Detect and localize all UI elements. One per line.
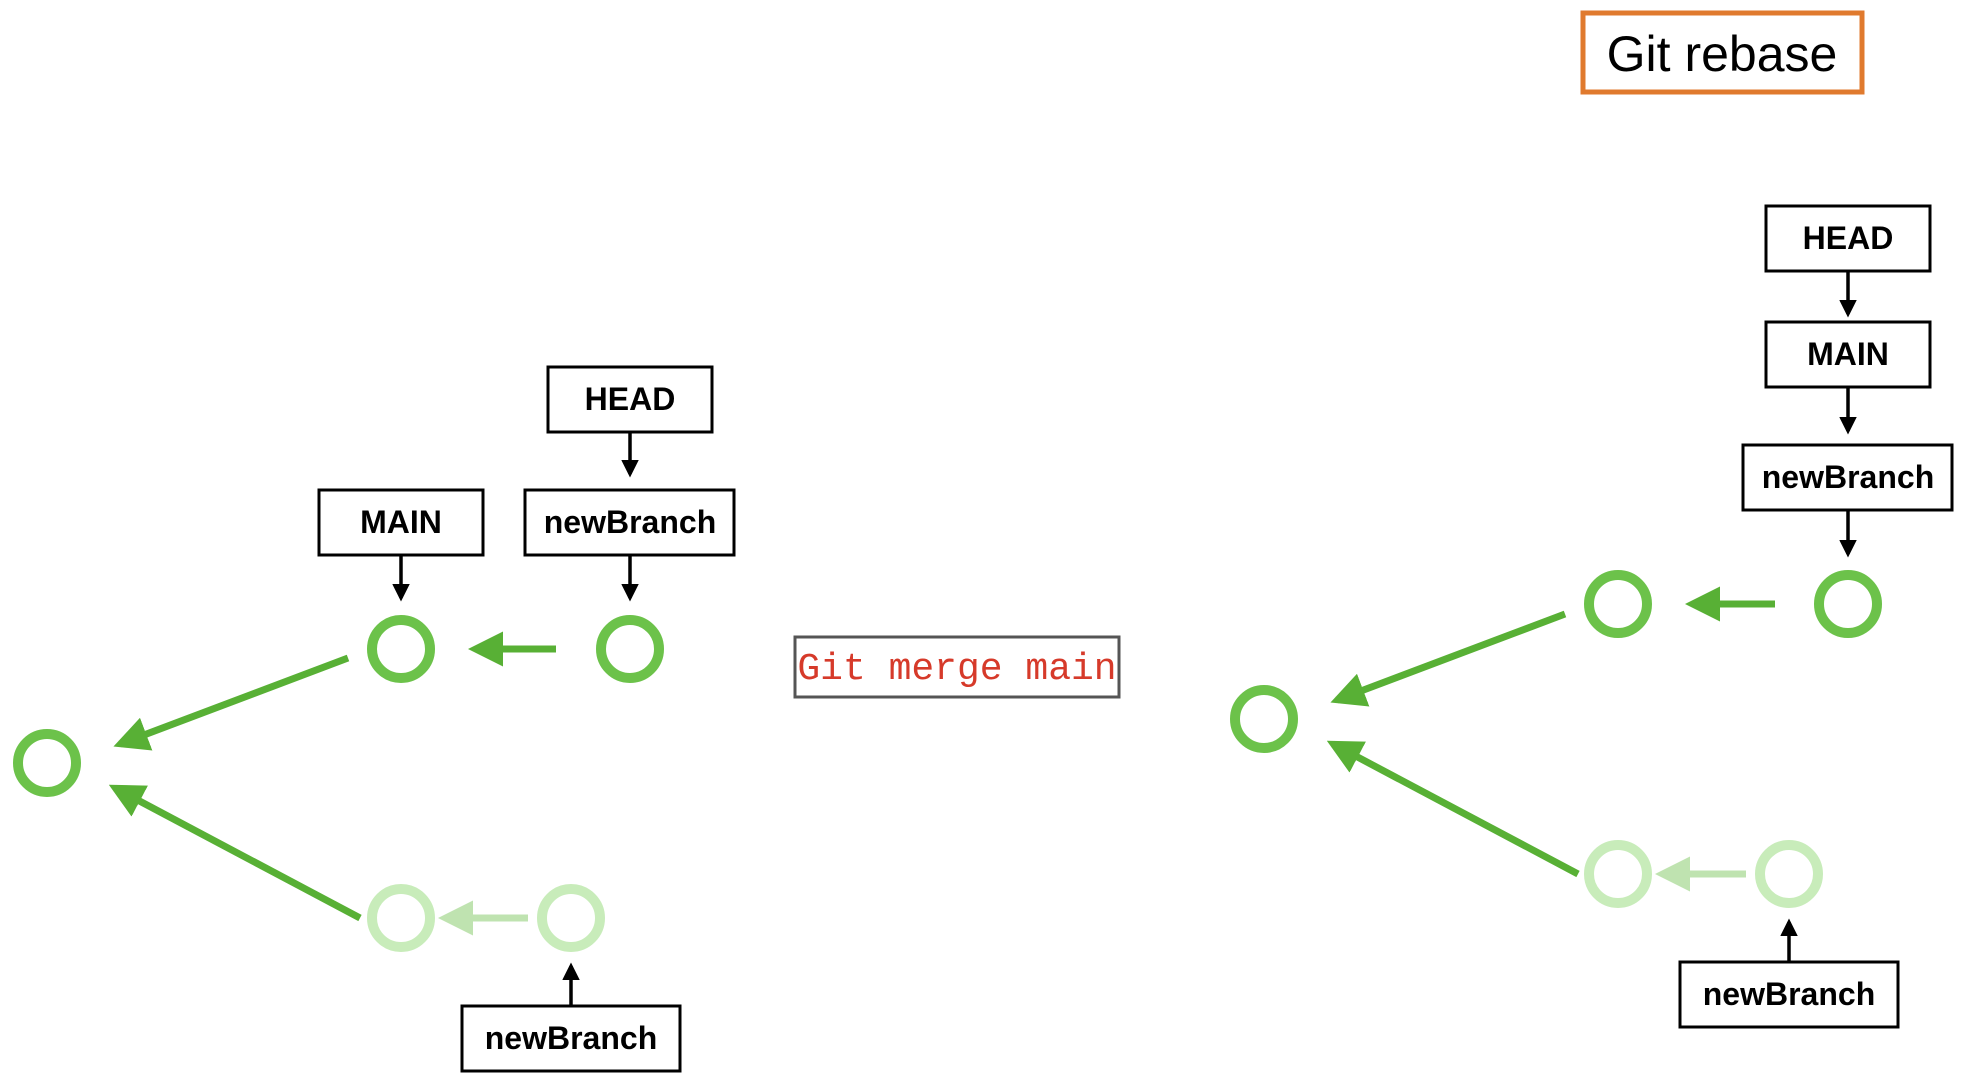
branch-label-box	[1678, 960, 1900, 1029]
commit-node	[1814, 570, 1882, 638]
branch-label: newBranch	[1703, 976, 1875, 1012]
commit-node-faded	[1584, 840, 1652, 908]
head-label-box	[1764, 204, 1932, 273]
commit-arrow	[1330, 610, 1567, 707]
head-label: HEAD	[585, 381, 676, 417]
main-label-box	[1764, 320, 1932, 389]
main-label: MAIN	[1807, 336, 1889, 372]
commit-node-faded	[367, 884, 435, 952]
merge-label-border	[793, 635, 1121, 699]
left-diagram: HEAD MAIN newBranch newBranch	[13, 365, 736, 1073]
title-border	[1580, 10, 1865, 95]
commit-node-faded	[1755, 840, 1823, 908]
commit-node	[367, 615, 435, 683]
commit-arrow	[108, 784, 362, 922]
branch-label-box	[1741, 443, 1954, 512]
commit-node-faded	[537, 884, 605, 952]
main-label: MAIN	[360, 504, 442, 540]
head-label-box	[546, 365, 714, 434]
right-diagram: HEAD MAIN newBranch newBranch	[1230, 204, 1954, 1029]
diagram-title: Git rebase	[1607, 26, 1838, 82]
branch-label: newBranch	[1762, 459, 1934, 495]
commit-node	[1230, 685, 1298, 753]
title-box: Git rebase	[1580, 10, 1865, 95]
commit-node	[596, 615, 664, 683]
branch-label: newBranch	[544, 504, 716, 540]
branch-label: newBranch	[485, 1020, 657, 1056]
merge-label-box: Git merge main	[793, 635, 1121, 699]
commit-arrow	[1326, 740, 1580, 878]
commit-arrow	[113, 654, 350, 751]
commit-node	[1584, 570, 1652, 638]
merge-label: Git merge main	[797, 648, 1116, 691]
head-label: HEAD	[1803, 220, 1894, 256]
branch-label-box	[523, 488, 736, 557]
commit-node	[13, 729, 81, 797]
